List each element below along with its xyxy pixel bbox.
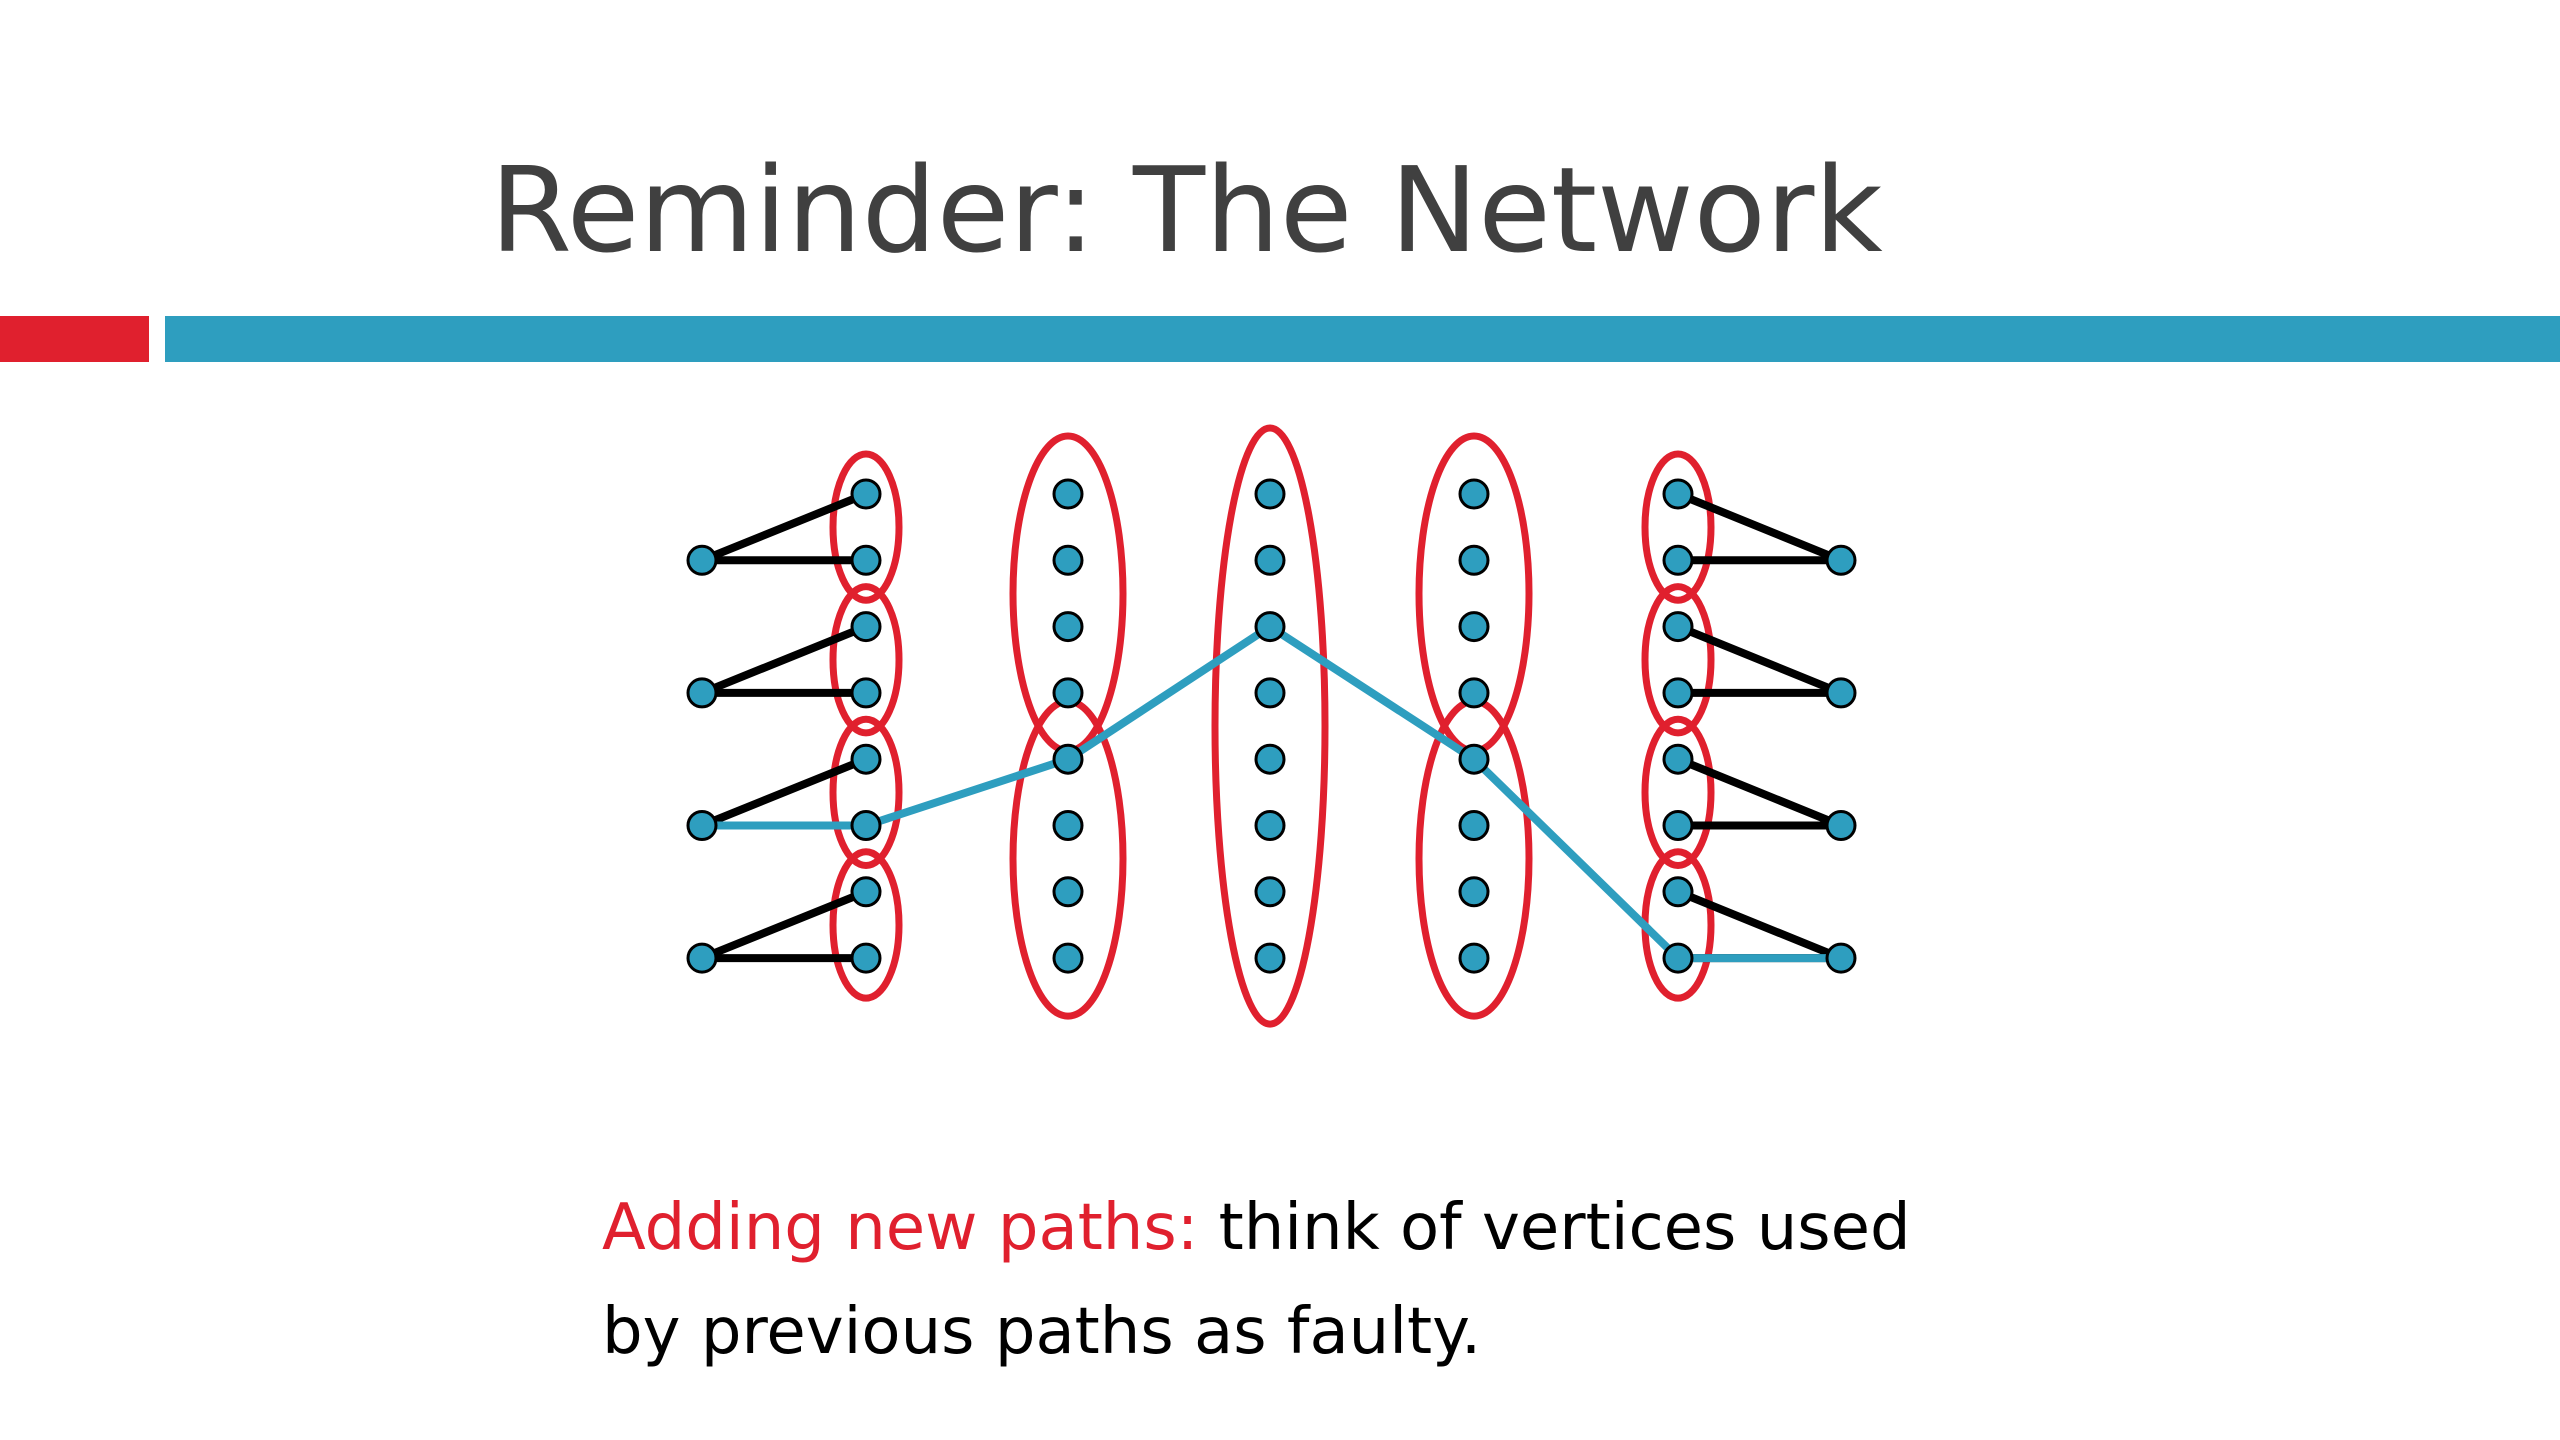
vertex-layer5-7: [1662, 876, 1694, 908]
vertex-layer3-6: [1254, 810, 1286, 841]
vertex-layer5-6: [1662, 810, 1694, 841]
vertex-group-layer5-2: [1641, 583, 1715, 737]
vertex-layer4-1: [1458, 478, 1490, 510]
vertex-layer1-4: [850, 677, 882, 709]
vertices: [686, 478, 1857, 974]
vertex-layer2-4: [1052, 677, 1084, 709]
vertex-outputs-4: [1825, 942, 1857, 974]
vertex-groups: [829, 424, 1715, 1028]
vertex-layer4-5: [1458, 743, 1490, 775]
title-accent-bar-blue: [165, 316, 2560, 362]
vertex-layer3-4: [1254, 677, 1286, 709]
vertex-layer1-2: [850, 544, 882, 576]
highlighted-path: [698, 622, 1845, 963]
vertex-outputs-3: [1825, 810, 1857, 841]
vertex-layer3-1: [1254, 478, 1286, 510]
vertex-group-layer1-3: [829, 715, 903, 869]
vertex-layer2-8: [1052, 942, 1084, 974]
highlighted-path-line: [698, 622, 1845, 963]
vertex-inputs-1: [686, 544, 718, 576]
edge-input-3-to-layer1-5: [698, 755, 870, 830]
vertex-layer5-3: [1662, 611, 1694, 643]
vertex-layer1-5: [850, 743, 882, 775]
vertex-layer1-8: [850, 942, 882, 974]
vertex-layer4-4: [1458, 677, 1490, 709]
edge-layer5-3-to-output-2: [1674, 622, 1845, 697]
vertex-layer2-2: [1052, 544, 1084, 576]
vertex-layer2-7: [1052, 876, 1084, 908]
caption-line1-rest: think of vertices used: [1198, 1191, 1911, 1265]
edge-input-2-to-layer1-3: [698, 622, 870, 697]
vertex-layer4-8: [1458, 942, 1490, 974]
vertex-layer2-1: [1052, 478, 1084, 510]
vertex-layer2-5: [1052, 743, 1084, 775]
vertex-layer5-1: [1662, 478, 1694, 510]
vertex-layer1-7: [850, 876, 882, 908]
vertex-outputs-1: [1825, 544, 1857, 576]
vertex-layer3-2: [1254, 544, 1286, 576]
vertex-inputs-4: [686, 942, 718, 974]
vertex-layer2-6: [1052, 810, 1084, 841]
edge-layer5-1-to-output-1: [1674, 490, 1845, 565]
vertex-layer4-3: [1458, 611, 1490, 643]
caption-highlight: Adding new paths:: [602, 1191, 1199, 1265]
vertex-inputs-3: [686, 810, 718, 841]
caption: Adding new paths: think of vertices used…: [602, 1176, 2102, 1384]
vertex-layer1-6: [850, 810, 882, 841]
edge-layer5-7-to-output-4: [1674, 887, 1845, 963]
vertex-layer5-2: [1662, 544, 1694, 576]
vertex-layer1-1: [850, 478, 882, 510]
vertex-layer5-8: [1662, 942, 1694, 974]
vertex-group-layer1-4: [829, 848, 903, 1002]
slide-title: Reminder: The Network: [490, 141, 1883, 279]
edge-input-4-to-layer1-7: [698, 887, 870, 963]
vertex-layer4-2: [1458, 544, 1490, 576]
vertex-group-layer3-1: [1211, 424, 1329, 1028]
vertex-group-layer5-4: [1641, 848, 1715, 1002]
title-accent-bar-red: [0, 316, 149, 362]
vertex-layer3-3: [1254, 611, 1286, 643]
vertex-layer5-4: [1662, 677, 1694, 709]
vertex-layer1-3: [850, 611, 882, 643]
vertex-layer3-5: [1254, 743, 1286, 775]
vertex-layer3-7: [1254, 876, 1286, 908]
edge-layer5-5-to-output-3: [1674, 755, 1845, 830]
vertex-layer5-5: [1662, 743, 1694, 775]
vertex-group-layer1-1: [829, 450, 903, 604]
edge-input-1-to-layer1-1: [698, 490, 870, 565]
vertex-inputs-2: [686, 677, 718, 709]
vertex-group-layer5-1: [1641, 450, 1715, 604]
caption-line2: by previous paths as faulty.: [602, 1295, 1482, 1369]
vertex-layer2-3: [1052, 611, 1084, 643]
vertex-outputs-2: [1825, 677, 1857, 709]
edges: [698, 490, 1845, 963]
vertex-layer4-7: [1458, 876, 1490, 908]
vertex-group-layer1-2: [829, 583, 903, 737]
vertex-layer3-8: [1254, 942, 1286, 974]
vertex-group-layer5-3: [1641, 715, 1715, 869]
vertex-layer4-6: [1458, 810, 1490, 841]
